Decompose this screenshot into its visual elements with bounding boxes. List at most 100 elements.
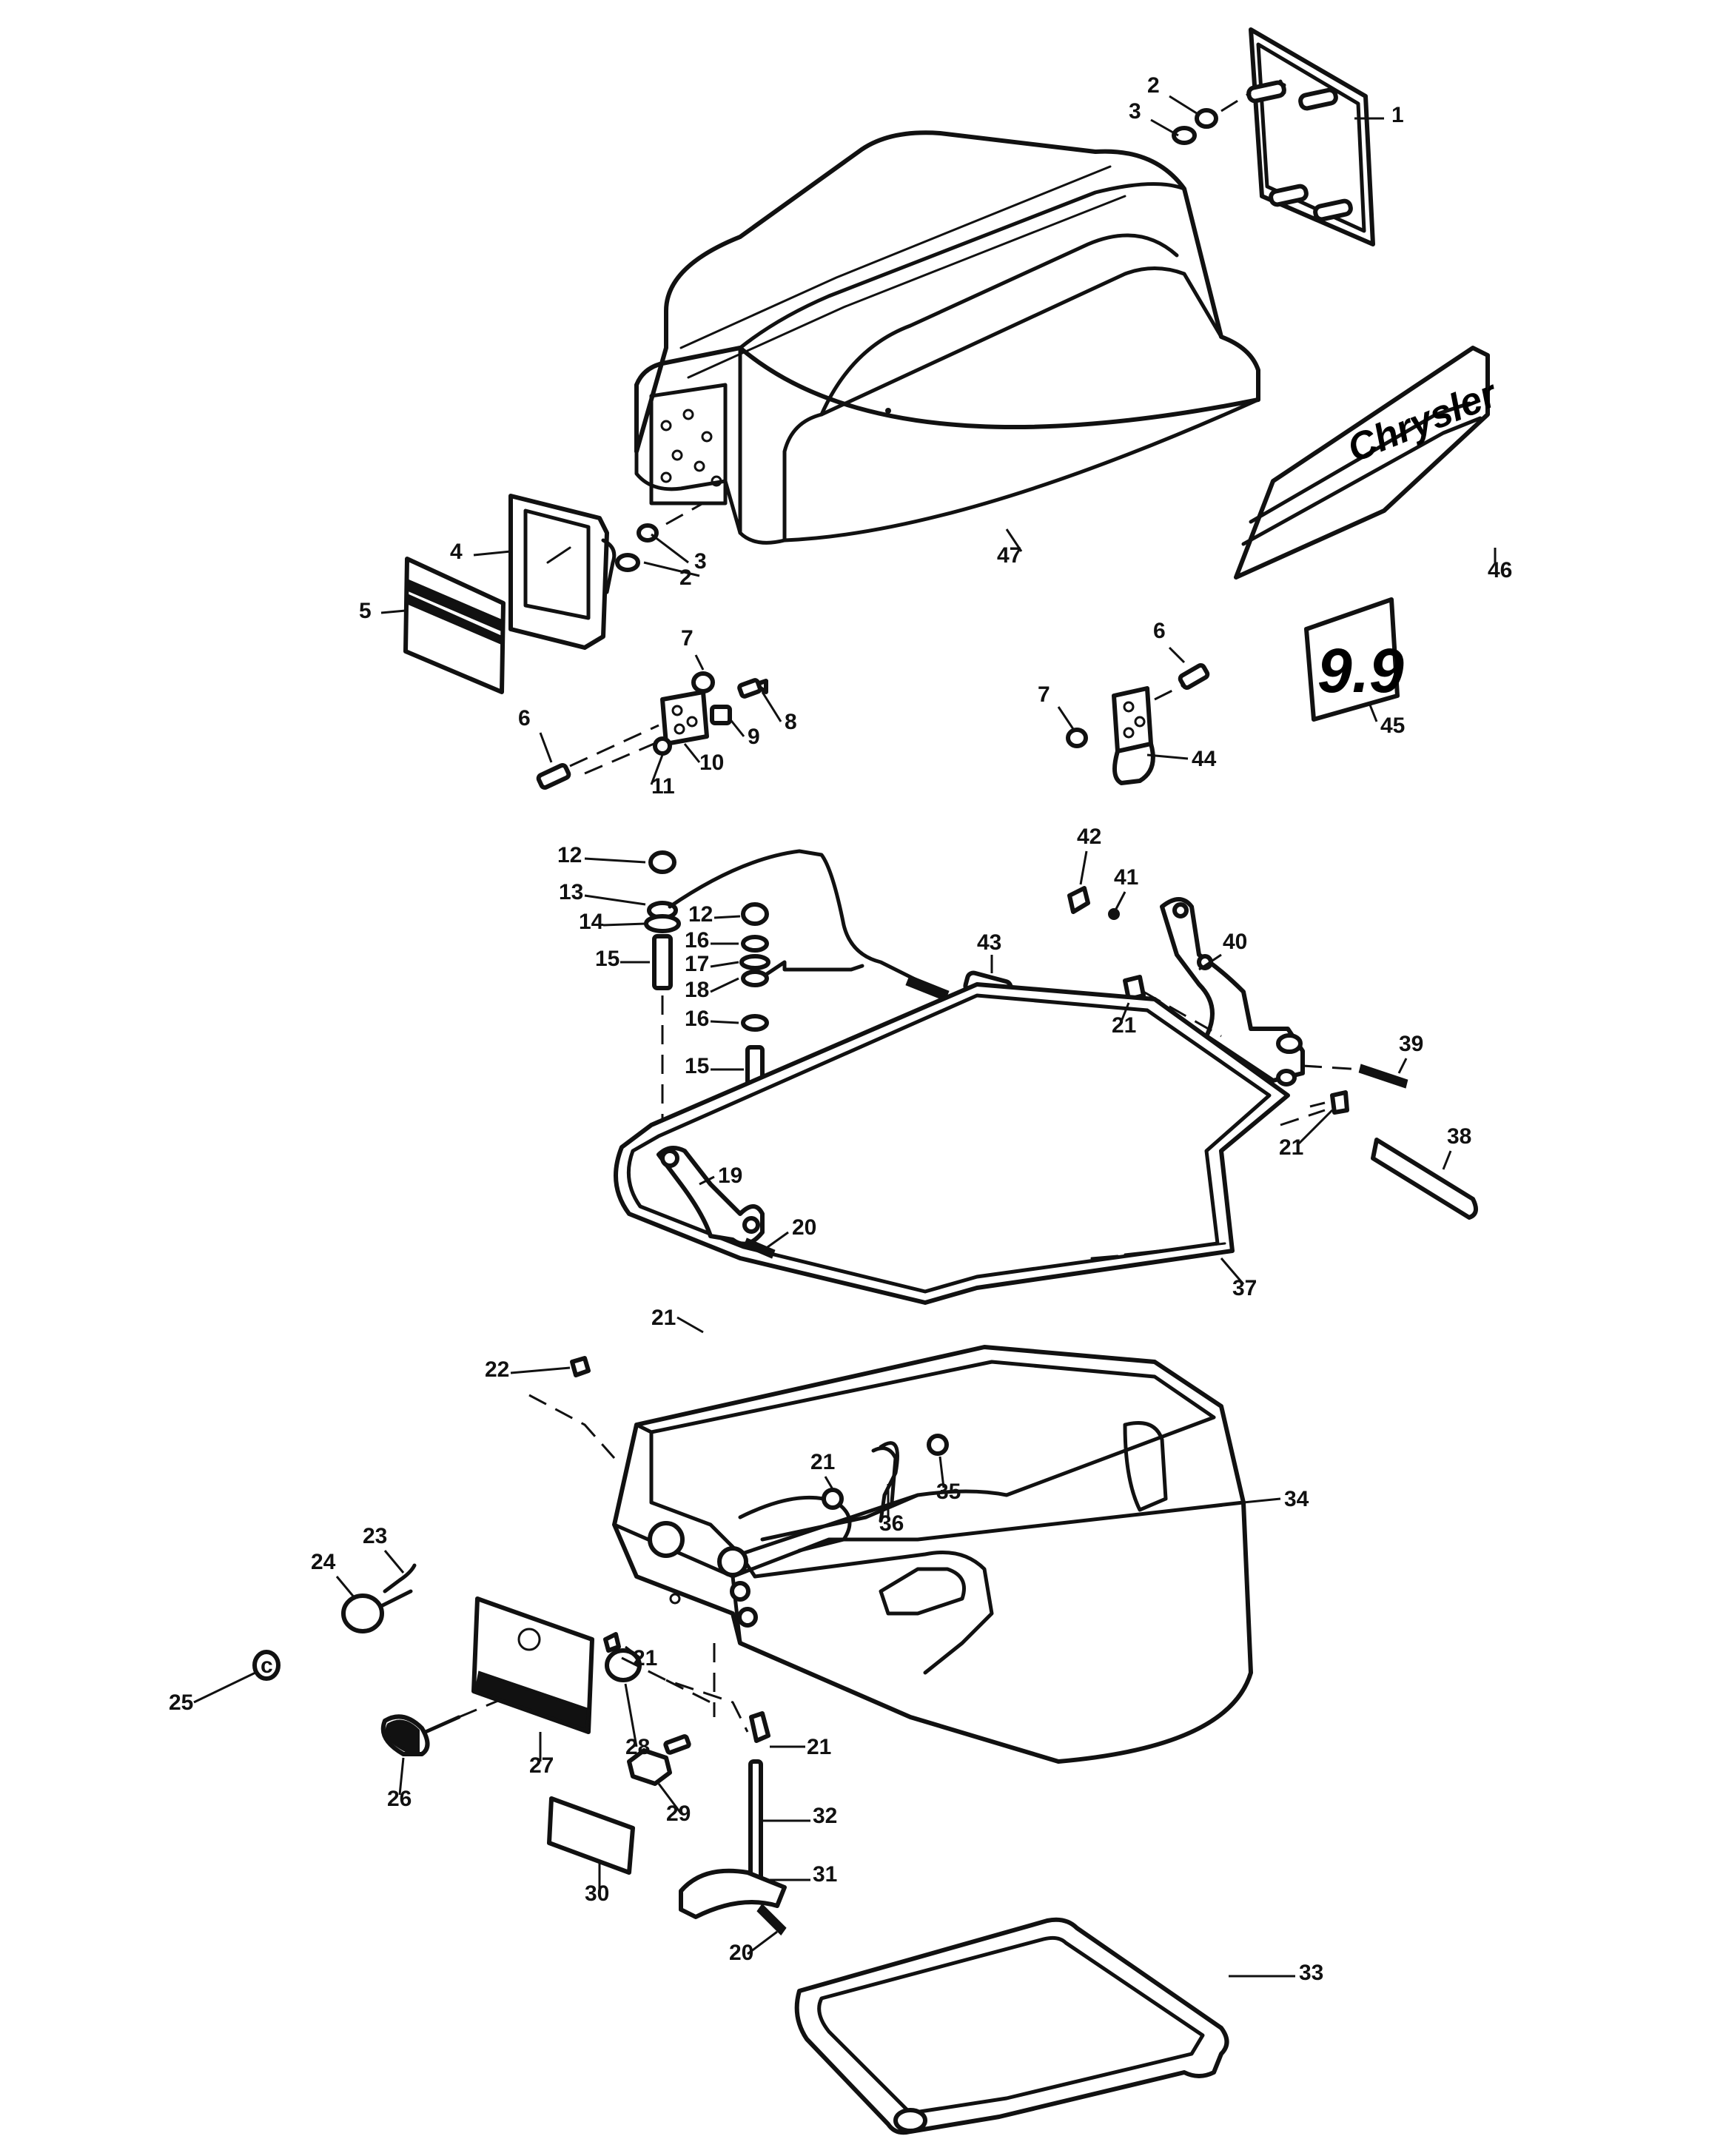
leader-line-21 [1297,1109,1334,1145]
callout-label-6: 6 [518,706,531,731]
leader-line-38 [1442,1150,1452,1170]
callout-label-34: 34 [1284,1487,1309,1511]
model-decal-text: 9.9 [1317,636,1404,705]
callout-label-33: 33 [1299,1961,1323,1985]
throttle-arm [657,1146,776,1259]
leader-line-13 [584,894,646,906]
callout-label-44: 44 [1192,747,1217,771]
callout-label-12: 12 [557,843,582,867]
leader-line-9 [728,717,745,737]
callout-label-40: 40 [1223,930,1247,954]
shift-arm [679,1643,787,1936]
callout-label-21: 21 [651,1306,676,1330]
leader-line-35 [938,1456,945,1488]
latch-bracket-right [1066,663,1210,785]
callout-label-16: 16 [685,928,709,953]
callout-label-7: 7 [1038,682,1050,707]
callout-label-47: 47 [997,543,1021,568]
svg-text:c: c [261,1653,273,1678]
front-decal [403,557,506,694]
callout-label-13: 13 [559,880,583,904]
callout-label-17: 17 [685,952,709,976]
leader-line-23 [383,1550,405,1574]
leader-line-19 [699,1175,715,1186]
washer-set-front [615,502,704,572]
callout-label-18: 18 [685,978,709,1002]
callout-layer: 1232345678910116744454647121314151216171… [169,73,1512,1985]
callout-label-30: 30 [585,1881,609,1906]
leader-line-20 [747,1930,778,1955]
leader-line-22 [510,1366,571,1374]
leader-line-5 [380,609,406,614]
bottom-seal [794,1917,1229,2135]
leader-line-7 [1057,706,1075,730]
callout-label-43: 43 [977,930,1001,955]
callout-label-11: 11 [651,774,675,799]
leader-line-4 [473,550,511,557]
callout-label-14: 14 [579,910,604,934]
leader-line-14 [602,922,646,927]
leader-line-25 [193,1671,256,1704]
leader-line-6 [539,732,553,763]
callout-label-39: 39 [1399,1032,1423,1056]
leader-line-20 [762,1231,789,1252]
callout-label-38: 38 [1447,1124,1471,1149]
model-decal: 9.9 [1304,597,1404,722]
latch-bracket-left [536,671,768,790]
leader-line-40 [1198,953,1222,971]
callout-label-28: 28 [625,1735,650,1759]
leader-line-21 [676,1316,704,1334]
callout-label-42: 42 [1077,825,1101,849]
callout-label-32: 32 [813,1804,837,1828]
callout-label-25: 25 [169,1690,193,1715]
callout-label-2: 2 [679,565,692,590]
rear-mount-plate [1246,27,1375,246]
callout-label-3: 3 [1129,99,1141,124]
leader-line-26 [398,1757,405,1796]
shift-lever-assembly [1067,886,1478,1220]
leader-line-7 [694,654,705,671]
leader-line-11 [650,754,664,785]
callout-label-23: 23 [363,1524,387,1548]
leader-line-17 [710,961,739,968]
callout-label-27: 27 [529,1753,554,1778]
callout-label-21: 21 [633,1646,657,1670]
washer-set-upper-right [1172,91,1252,145]
leader-line-24 [335,1576,357,1599]
cowl-seal [614,982,1290,1305]
leader-line-29 [657,1783,682,1814]
callout-label-7: 7 [681,626,694,651]
callout-label-29: 29 [666,1801,691,1826]
callout-label-1: 1 [1391,103,1404,127]
callout-label-35: 35 [936,1480,961,1504]
callout-label-20: 20 [729,1941,753,1965]
callout-label-15: 15 [595,947,619,971]
leader-line-2 [643,561,700,577]
leader-line-8 [761,691,782,722]
front-panel [508,494,617,650]
callout-label-21: 21 [807,1735,831,1759]
callout-label-5: 5 [359,599,372,623]
callout-label-4: 4 [450,540,463,564]
leader-line-21 [625,1645,641,1659]
leader-line-10 [683,743,701,763]
leader-line-47 [1005,528,1023,552]
callout-label-16: 16 [685,1007,709,1031]
callout-label-45: 45 [1380,713,1405,738]
callout-label-36: 36 [879,1511,904,1536]
lower-cowl [612,1345,1253,1764]
leader-line-44 [1146,753,1189,760]
callout-label-24: 24 [311,1550,336,1574]
leader-line-6 [1168,646,1186,664]
leader-line-21 [1120,1002,1130,1022]
leader-line-39 [1397,1058,1408,1074]
callout-label-6: 6 [1153,619,1166,643]
callout-label-31: 31 [813,1862,837,1887]
leader-line-3 [1150,118,1179,137]
callout-label-21: 21 [1112,1013,1136,1038]
callout-label-15: 15 [685,1054,709,1078]
callout-label-20: 20 [792,1215,816,1240]
callout-label-46: 46 [1488,558,1512,582]
